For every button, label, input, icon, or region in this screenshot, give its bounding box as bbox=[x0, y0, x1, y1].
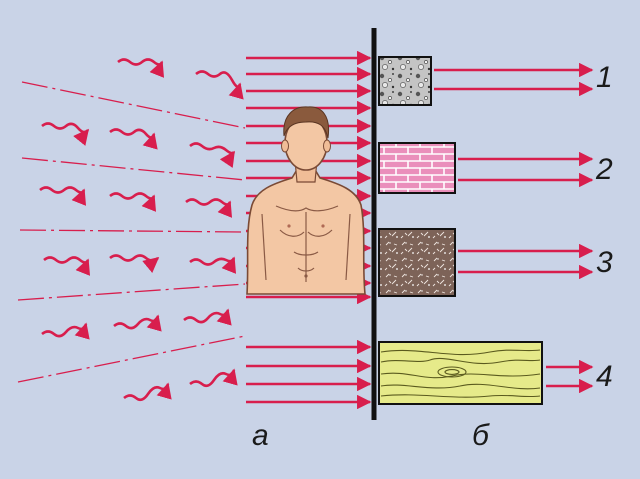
wavy-arrow bbox=[109, 192, 157, 212]
wavy-arrow bbox=[117, 58, 165, 78]
wavy-arrows bbox=[39, 58, 244, 402]
wavy-arrow bbox=[113, 314, 162, 332]
dash-dot-line bbox=[21, 157, 246, 181]
material-label-1: 1 bbox=[596, 61, 613, 94]
material-label-4: 4 bbox=[596, 360, 613, 393]
wavy-arrow bbox=[185, 198, 233, 218]
soil-block-icon bbox=[378, 228, 456, 297]
wavy-arrow bbox=[195, 70, 244, 100]
wavy-arrow bbox=[43, 256, 91, 276]
wavy-arrow bbox=[189, 142, 236, 169]
wavy-arrow bbox=[41, 122, 90, 146]
concrete-block-icon bbox=[378, 56, 432, 106]
dash-dot-lines bbox=[17, 81, 246, 383]
dash-dot-line bbox=[21, 81, 246, 129]
dash-dot-line bbox=[19, 229, 246, 233]
human-figure-icon bbox=[246, 106, 366, 295]
dash-dot-line bbox=[17, 335, 246, 383]
ear bbox=[281, 139, 289, 153]
wavy-arrow bbox=[123, 382, 172, 402]
ear bbox=[323, 139, 331, 153]
brick-block-icon bbox=[378, 142, 456, 194]
wavy-arrow bbox=[189, 368, 238, 388]
material-label-3: 3 bbox=[596, 246, 613, 279]
wavy-arrow bbox=[109, 128, 158, 150]
hair bbox=[283, 106, 330, 139]
wavy-arrow bbox=[39, 186, 87, 206]
material-label-2: 2 bbox=[595, 153, 613, 186]
wavy-arrow bbox=[109, 254, 160, 273]
outgoing-arrows bbox=[434, 62, 594, 394]
panel-label-b: б bbox=[472, 419, 490, 452]
dash-dot-line bbox=[17, 283, 246, 301]
wavy-arrow bbox=[189, 256, 237, 274]
wavy-arrow bbox=[183, 308, 232, 326]
wood-block-icon bbox=[378, 341, 543, 405]
wavy-arrow bbox=[41, 322, 90, 340]
panel-label-a: а bbox=[252, 419, 269, 452]
